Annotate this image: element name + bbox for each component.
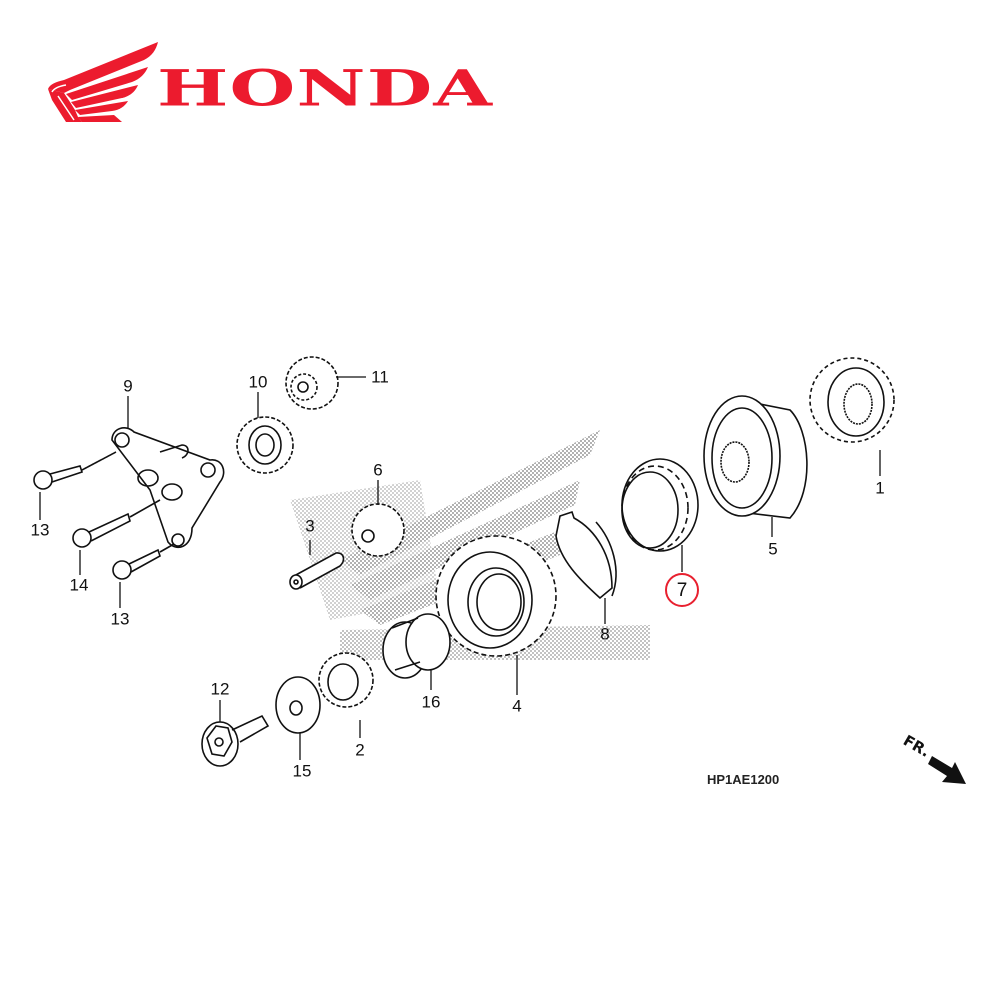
retainer-plate-part-8 — [555, 510, 617, 600]
brand-wordmark: HONDA — [157, 59, 494, 118]
callout-15[interactable]: 15 — [292, 761, 312, 781]
callout-13-lower[interactable]: 13 — [110, 609, 130, 629]
one-way-clutch-part-7 — [621, 458, 699, 552]
bolt-part-14 — [72, 499, 161, 548]
callout-9[interactable]: 9 — [123, 376, 133, 396]
bracket-part-9 — [111, 427, 225, 549]
callout-12[interactable]: 12 — [210, 679, 230, 699]
callout-6[interactable]: 6 — [373, 460, 383, 480]
callout-3[interactable]: 3 — [305, 516, 315, 536]
honda-logo: HONDA — [44, 40, 544, 130]
gear-part-2 — [318, 652, 374, 708]
direction-label: FR. — [900, 734, 933, 761]
callout-7-highlighted[interactable]: 7 — [665, 573, 699, 607]
callout-4[interactable]: 4 — [512, 696, 522, 716]
front-direction-arrow-icon: FR. — [900, 734, 966, 784]
gear-part-11 — [285, 356, 339, 410]
driven-sprocket-part-1 — [809, 357, 895, 443]
gear-part-10 — [236, 416, 294, 474]
shaft-part-3 — [289, 552, 345, 590]
callout-2[interactable]: 2 — [355, 740, 365, 760]
clutch-housing-part-5 — [703, 395, 808, 519]
bolt-part-13-lower — [112, 543, 175, 580]
gear-part-6 — [351, 503, 405, 557]
callout-8[interactable]: 8 — [600, 624, 610, 644]
needle-bearing-part-16 — [382, 613, 451, 679]
gear-part-4 — [435, 535, 557, 657]
callout-14[interactable]: 14 — [69, 575, 89, 595]
washer-part-15 — [275, 676, 321, 734]
diagram-reference-code: HP1AE1200 — [707, 772, 780, 787]
callout-11[interactable]: 11 — [371, 367, 389, 387]
callout-13-upper[interactable]: 13 — [30, 520, 50, 540]
callout-1[interactable]: 1 — [875, 478, 885, 498]
flange-bolt-part-12 — [201, 714, 270, 767]
callout-10[interactable]: 10 — [248, 372, 268, 392]
callout-5[interactable]: 5 — [768, 539, 778, 559]
bolt-part-13-upper — [33, 451, 117, 490]
wing-logo-icon — [48, 42, 158, 122]
callout-16[interactable]: 16 — [421, 692, 441, 712]
